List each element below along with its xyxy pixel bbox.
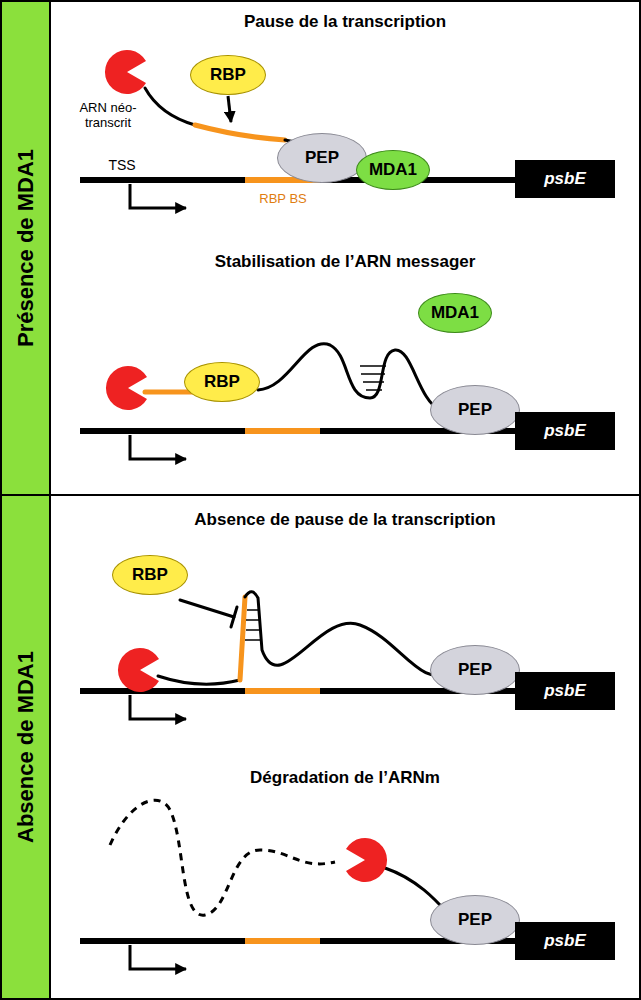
section-title: Présence de MDA1 xyxy=(13,149,39,347)
exonuclease xyxy=(105,50,146,94)
panel-heading: Pause de la transcription xyxy=(244,12,446,32)
section-band: Présence de MDA1 xyxy=(0,0,51,496)
mda1-protein: MDA1 xyxy=(356,150,430,190)
pep-polymerase: PEP xyxy=(430,645,520,695)
annotation: TSS xyxy=(108,157,135,173)
gene-box: psbE xyxy=(515,160,615,198)
rna xyxy=(145,344,452,414)
mda1-protein: MDA1 xyxy=(418,293,492,333)
rna xyxy=(158,592,452,684)
divider xyxy=(1,494,640,496)
rna xyxy=(145,88,300,143)
exonuclease xyxy=(346,838,387,882)
panel-heading: Dégradation de l’ARNm xyxy=(250,768,440,788)
node-label: psbE xyxy=(544,681,586,701)
exonuclease xyxy=(106,366,147,410)
node-label: RBP xyxy=(204,372,240,392)
degraded-rna xyxy=(110,800,335,915)
binding-arrow xyxy=(228,96,231,122)
pep-polymerase: PEP xyxy=(430,895,520,945)
node-label: RBP xyxy=(132,565,168,585)
panel-heading: Absence de pause de la transcription xyxy=(194,510,495,530)
node-label: psbE xyxy=(544,931,586,951)
binding-site xyxy=(245,177,320,944)
node-label: psbE xyxy=(544,421,586,441)
hairpin-pairs xyxy=(360,366,386,390)
gene-box: psbE xyxy=(515,922,615,960)
rbp-protein: RBP xyxy=(112,555,188,595)
node-label: MDA1 xyxy=(369,160,417,180)
inhibition xyxy=(180,600,237,627)
node-label: MDA1 xyxy=(431,303,479,323)
node-label: PEP xyxy=(458,910,492,930)
node-label: PEP xyxy=(458,400,492,420)
node-label: psbE xyxy=(544,169,586,189)
gene-box: psbE xyxy=(515,412,615,450)
hairpin-pairs xyxy=(245,610,261,640)
node-label: PEP xyxy=(458,660,492,680)
annotation: ARN néo-transcrit xyxy=(65,101,151,131)
gene-box: psbE xyxy=(515,672,615,710)
rbp-protein: RBP xyxy=(184,362,260,402)
rbp-protein: RBP xyxy=(190,55,266,95)
annotation: RBP BS xyxy=(259,192,306,207)
pep-polymerase: PEP xyxy=(430,385,520,435)
node-label: PEP xyxy=(305,148,339,168)
panel-heading: Stabilisation de l’ARN messager xyxy=(215,252,476,272)
section-title: Absence de MDA1 xyxy=(13,651,39,843)
exonuclease xyxy=(118,648,159,692)
dna xyxy=(80,177,520,944)
pep-polymerase: PEP xyxy=(277,133,367,183)
section-band: Absence de MDA1 xyxy=(0,494,51,1000)
node-label: RBP xyxy=(210,65,246,85)
